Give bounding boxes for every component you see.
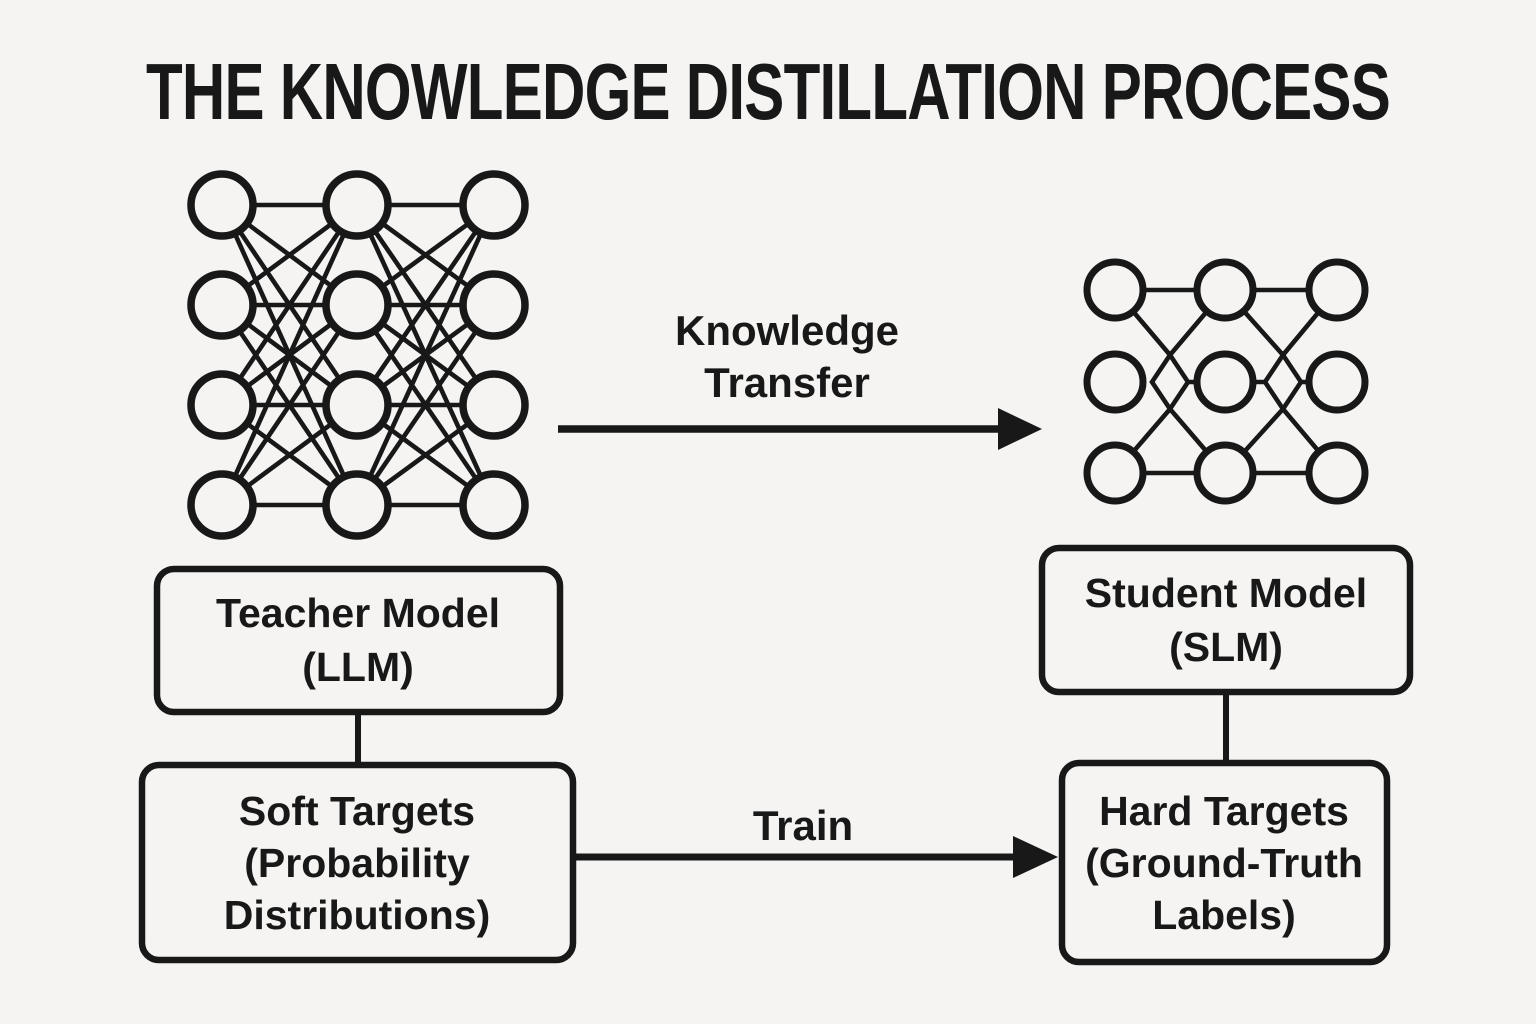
neuron-node	[1305, 350, 1369, 414]
neuron-node	[322, 170, 392, 240]
hard-targets-label-line3: Labels)	[1152, 892, 1296, 938]
soft-targets-box: Soft Targets (Probability Distributions)	[138, 761, 577, 964]
teacher-network-nodes	[187, 170, 529, 540]
neuron-node	[459, 470, 529, 540]
soft-targets-label-line3: Distributions)	[224, 892, 490, 938]
train-label: Train	[753, 802, 853, 849]
soft-targets-label-line2: (Probability	[244, 840, 470, 886]
neuron-node	[1083, 258, 1147, 322]
neuron-node	[1193, 441, 1257, 505]
neuron-node	[1305, 258, 1369, 322]
hard-targets-label-line2: (Ground-Truth	[1085, 840, 1363, 886]
neuron-node	[1193, 350, 1257, 414]
neuron-node	[322, 470, 392, 540]
diagram-title: THE KNOWLEDGE DISTILLATION PROCESS	[146, 47, 1390, 136]
teacher-network-edges	[219, 202, 497, 508]
soft-targets-label-line1: Soft Targets	[239, 788, 475, 834]
hard-targets-box: Hard Targets (Ground-Truth Labels)	[1058, 759, 1391, 966]
neuron-node	[322, 370, 392, 440]
box-outline	[1058, 759, 1391, 966]
teacher-model-label-line1: Teacher Model	[216, 590, 500, 636]
box-outline	[138, 761, 577, 964]
student-model-label-line1: Student Model	[1085, 570, 1367, 616]
neuron-node	[187, 170, 257, 240]
neuron-node	[187, 270, 257, 340]
student-model-label-line2: (SLM)	[1169, 624, 1283, 670]
neuron-node	[1083, 441, 1147, 505]
neuron-node	[322, 270, 392, 340]
teacher-network	[187, 170, 529, 540]
train-arrow: Train	[573, 802, 1058, 878]
knowledge-transfer-arrow: Knowledge Transfer	[558, 307, 1042, 450]
arrow-head	[1013, 836, 1058, 878]
neuron-node	[459, 370, 529, 440]
student-network-nodes	[1083, 258, 1369, 505]
neuron-node	[459, 270, 529, 340]
neuron-node	[459, 170, 529, 240]
hard-targets-label-line1: Hard Targets	[1099, 788, 1349, 834]
teacher-model-box: Teacher Model (LLM)	[153, 565, 564, 716]
neuron-node	[187, 470, 257, 540]
student-network	[1083, 258, 1369, 505]
knowledge-transfer-label-line1: Knowledge	[675, 307, 899, 354]
neuron-node	[1305, 441, 1369, 505]
neuron-node	[1193, 258, 1257, 322]
teacher-model-label-line2: (LLM)	[302, 644, 414, 690]
arrow-head	[998, 408, 1042, 450]
student-model-box: Student Model (SLM)	[1038, 544, 1414, 696]
neuron-node	[187, 370, 257, 440]
knowledge-transfer-label-line2: Transfer	[704, 359, 870, 406]
neuron-node	[1083, 350, 1147, 414]
